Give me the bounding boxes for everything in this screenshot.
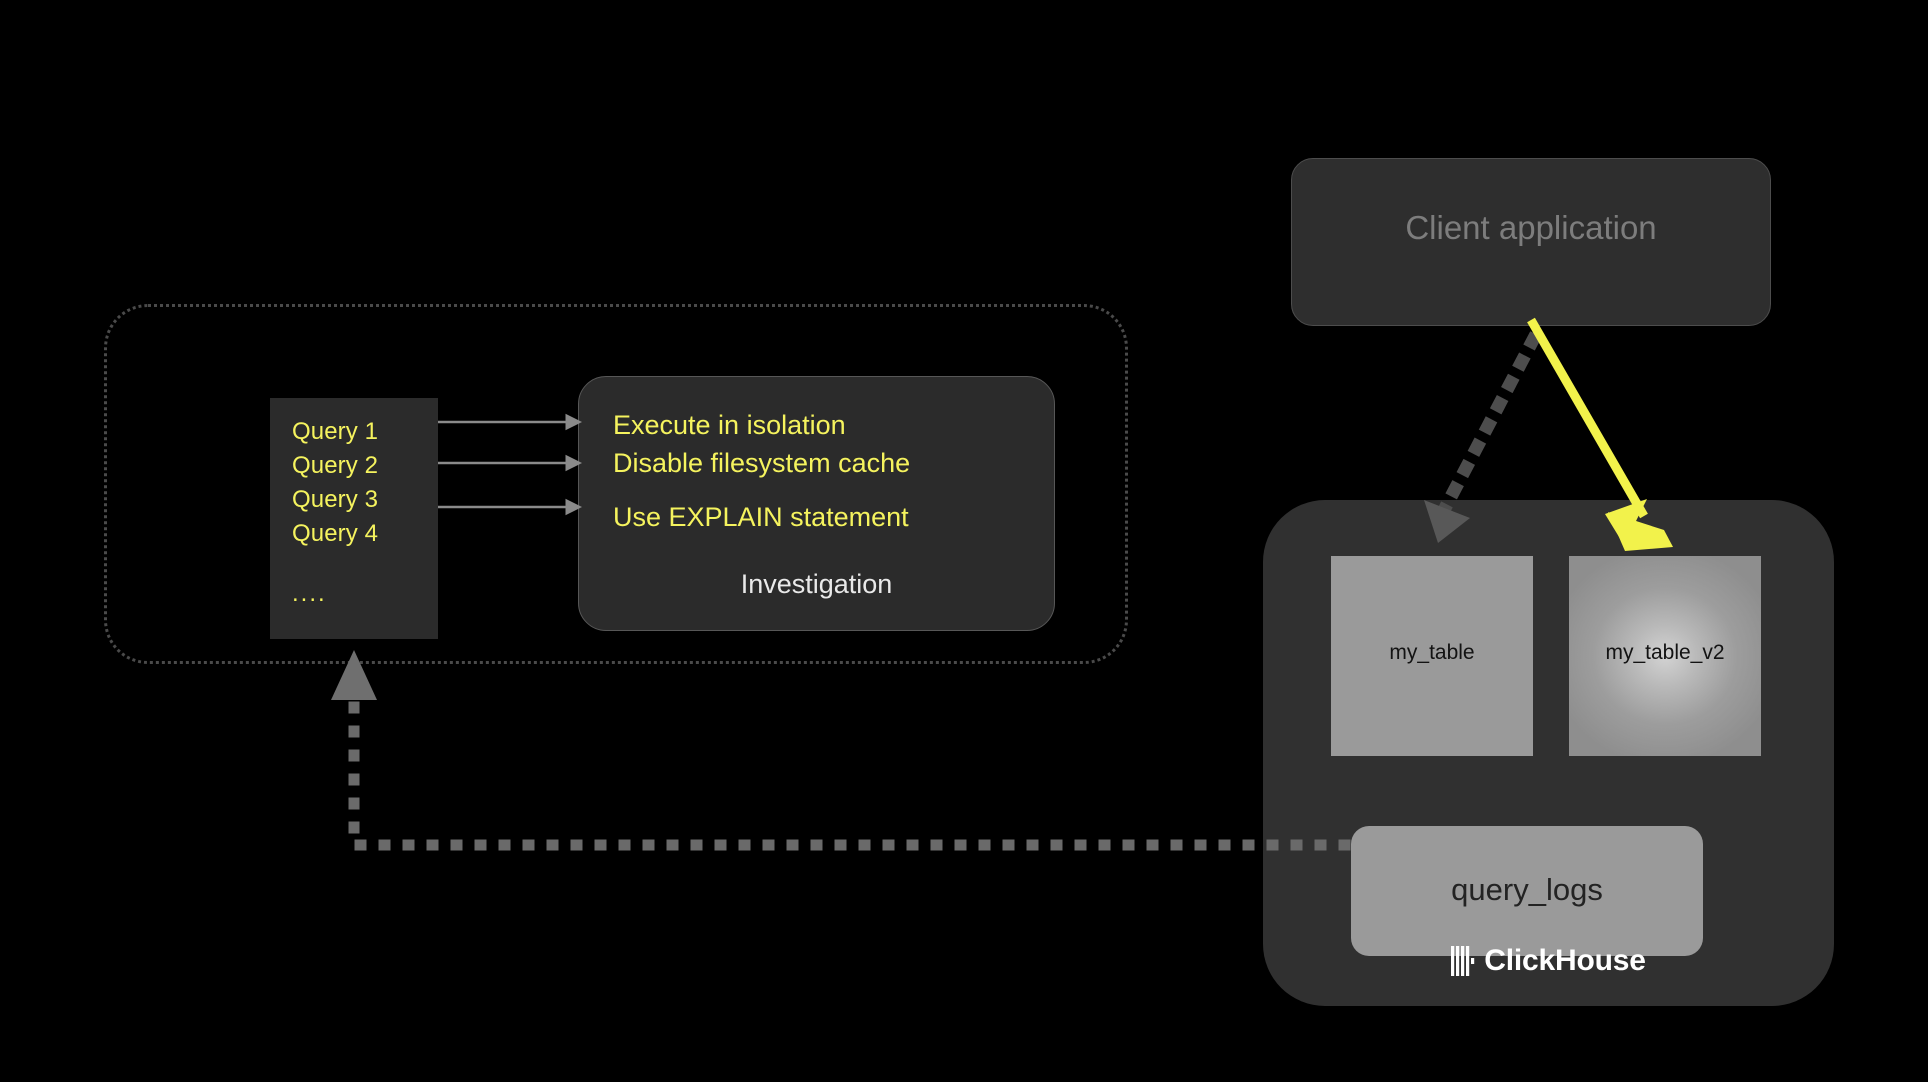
query-logs-to-query-panel-arrow: [331, 650, 1351, 851]
clickhouse-server-container: my_table my_table_v2 query_logs ClickHou…: [1263, 500, 1834, 1006]
query-list-panel: Query 1 Query 2 Query 3 Query 4 ....: [270, 398, 438, 639]
table-label: query_logs: [1451, 872, 1603, 907]
query-list-ellipsis: ....: [292, 580, 327, 607]
clickhouse-logo-icon: [1451, 946, 1475, 976]
investigation-step: Execute in isolation: [613, 410, 846, 440]
investigation-step: Disable filesystem cache: [613, 448, 911, 478]
clickhouse-logo-text: ClickHouse: [1484, 944, 1646, 977]
client-application-label: Client application: [1405, 209, 1657, 246]
list-item[interactable]: Query 4: [292, 520, 379, 547]
list-item[interactable]: Query 2: [292, 452, 379, 479]
investigation-caption: Investigation: [740, 569, 893, 599]
table-query-logs[interactable]: query_logs: [1351, 826, 1703, 956]
investigation-step: Use EXPLAIN statement: [613, 502, 909, 532]
table-my-table-v2[interactable]: my_table_v2: [1569, 556, 1761, 756]
table-my-table[interactable]: my_table: [1331, 556, 1533, 756]
client-application-box: Client application: [1291, 158, 1771, 326]
table-label: my_table: [1389, 641, 1475, 664]
investigation-panel: Execute in isolation Disable filesystem …: [578, 376, 1055, 631]
list-item[interactable]: Query 1: [292, 418, 379, 445]
list-item[interactable]: Query 3: [292, 486, 379, 513]
clickhouse-logo: ClickHouse: [1263, 944, 1834, 978]
investigation-group-border: [104, 304, 1128, 664]
table-label: my_table_v2: [1605, 641, 1725, 664]
